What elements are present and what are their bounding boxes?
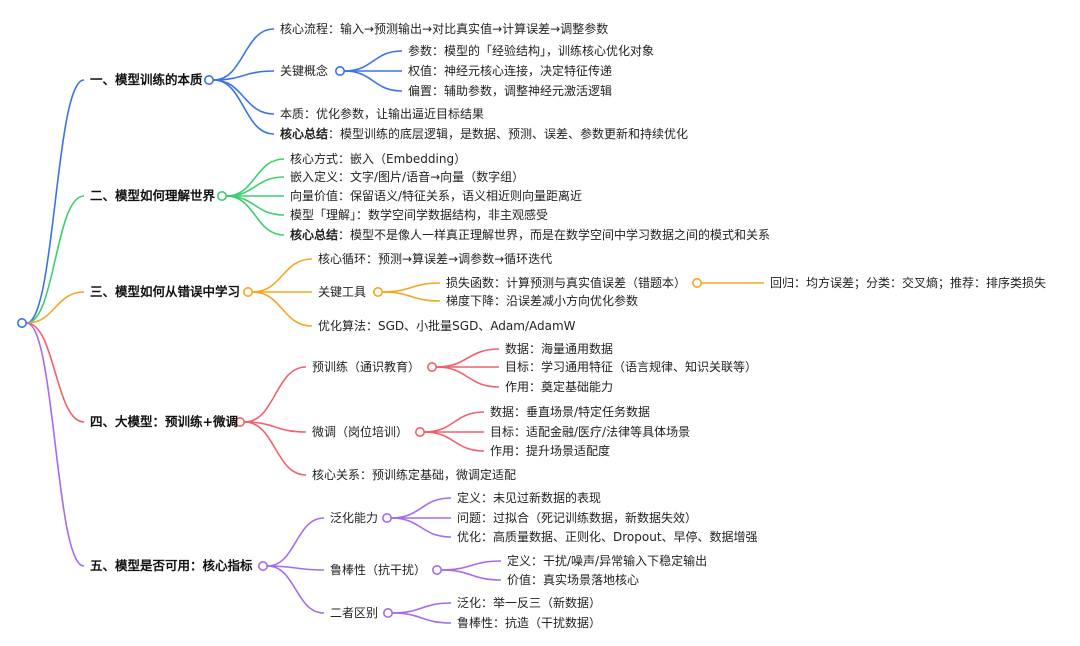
mindmap-node-s2c[interactable]: 向量价值：保留语义/特征关系，语义相近则向量距离近	[290, 189, 583, 203]
edge-line	[392, 602, 452, 614]
mindmap-node-s5a1[interactable]: 定义：未见过新数据的表现	[457, 491, 602, 505]
mindmap-node-s4b[interactable]: 微调（岗位培训）	[312, 425, 409, 439]
edge-line	[213, 79, 275, 135]
edge-line	[267, 517, 325, 567]
mindmap-node-s4b3[interactable]: 作用：提升场景适配度	[490, 444, 611, 458]
mindmap-node-s3b[interactable]: 关键工具	[318, 285, 367, 299]
section-title-s3[interactable]: 三、模型如何从错误中学习	[90, 284, 241, 299]
mindmap-node-s1b[interactable]: 关键概念	[280, 64, 329, 78]
mindmap-node-s5b[interactable]: 鲁棒性（抗干扰）	[330, 563, 427, 577]
section-title-s4[interactable]: 四、大模型：预训练+微调	[90, 414, 238, 429]
edge-line	[26, 291, 85, 324]
mindmap-node-s2e[interactable]: 核心总结：模型不是像人一样真正理解世界，而是在数学空间中学习数据之间的模式和关系	[290, 227, 770, 243]
mindmap-node-s5c[interactable]: 二者区别	[330, 606, 379, 620]
mindmap-node-s5a2[interactable]: 问题：过拟合（死记训练数据，新数据失效）	[457, 511, 698, 525]
edge-line	[26, 322, 85, 423]
edge-line	[244, 421, 307, 476]
edge-line	[252, 258, 313, 293]
mindmap-node-s4b2[interactable]: 目标：适配金融/医疗/法律等具体场景	[490, 425, 691, 439]
edge-line	[244, 421, 307, 433]
collapse-toggle[interactable]	[334, 66, 345, 77]
mindmap-node-s2a[interactable]: 核心方式：嵌入（Embedding）	[290, 152, 467, 166]
mindmap-node-s5c2[interactable]: 鲁棒性：抗造（干扰数据）	[457, 616, 602, 630]
mindmap-node-s4c[interactable]: 核心关系：预训练定基础，微调定适配	[312, 468, 517, 482]
edge-line	[392, 612, 452, 624]
collapse-toggle[interactable]	[431, 564, 442, 575]
summary-text: ：模型不是像人一样真正理解世界，而是在数学空间中学习数据之间的模式和关系	[338, 228, 771, 242]
mindmap-node-s3a[interactable]: 核心循环：预测→算误差→调参数→循环迭代	[318, 252, 553, 266]
collapse-toggle[interactable]	[257, 560, 268, 571]
mindmap-node-s1b2[interactable]: 权值：神经元核心连接，决定特征传递	[408, 64, 613, 78]
collapse-toggle[interactable]	[414, 426, 425, 437]
mindmap-node-s3b2[interactable]: 梯度下降：沿误差减小方向优化参数	[446, 294, 639, 308]
mindmap-node-s3c[interactable]: 优化算法：SGD、小批量SGD、Adam/AdamW	[318, 319, 576, 333]
mindmap-node-s2d[interactable]: 模型「理解」：数学空间学数据结构，非主观感受	[290, 208, 549, 222]
edge-line	[244, 366, 307, 423]
summary-label: 核心总结	[290, 228, 339, 242]
collapse-toggle[interactable]	[372, 286, 383, 297]
edge-line	[382, 291, 441, 302]
collapse-toggle[interactable]	[235, 416, 246, 427]
edge-line	[252, 291, 313, 327]
edge-line	[441, 560, 502, 571]
edge-line	[26, 322, 85, 567]
edge-line	[213, 28, 275, 81]
mindmap-node-s4a2[interactable]: 目标：学习通用特征（语言规律、知识关联等）	[505, 360, 758, 374]
edge-line	[267, 565, 325, 614]
edge-line	[213, 79, 275, 115]
collapse-toggle[interactable]	[426, 361, 437, 372]
edge-line	[424, 431, 485, 452]
section-title-s5[interactable]: 五、模型是否可用：核心指标	[90, 558, 253, 573]
edge-line	[226, 176, 285, 197]
summary-text: ：模型训练的底层逻辑，是数据、预测、误差、参数更新和持续优化	[328, 127, 689, 141]
collapse-toggle[interactable]	[382, 607, 393, 618]
collapse-toggle[interactable]	[217, 191, 228, 202]
mindmap-node-s1b3[interactable]: 偏置：辅助参数，调整神经元激活逻辑	[408, 84, 613, 98]
mindmap-node-s3b1[interactable]: 损失函数：计算预测与真实值误差（错题本）	[446, 276, 687, 290]
edge-line	[26, 195, 85, 324]
collapse-toggle[interactable]	[691, 277, 702, 288]
edge-line	[26, 79, 85, 324]
edge-line	[213, 70, 275, 81]
mindmap-node-s3b1a[interactable]: 回归：均方误差；分类：交叉熵；推荐：排序类损失	[770, 276, 1047, 290]
edge-line	[344, 50, 403, 72]
collapse-toggle[interactable]	[381, 512, 392, 523]
mindmap-node-s4a1[interactable]: 数据：海量通用数据	[505, 342, 614, 356]
mindmap-node-s5b1[interactable]: 定义：干扰/噪声/异常输入下稳定输出	[507, 554, 708, 568]
mindmap-node-s5c1[interactable]: 泛化：举一反三（新数据）	[457, 596, 602, 610]
mindmap-node-s4a3[interactable]: 作用：奠定基础能力	[505, 380, 614, 394]
mindmap-node-s1a[interactable]: 核心流程：输入→预测输出→对比真实值→计算误差→调整参数	[280, 22, 609, 36]
mindmap-node-s2b[interactable]: 嵌入定义：文字/图片/语音→向量（数字组）	[290, 170, 525, 184]
edge-line	[436, 348, 500, 368]
mindmap-node-s4a[interactable]: 预训练（通识教育）	[312, 360, 421, 374]
edge-line	[436, 366, 500, 388]
edge-line	[226, 195, 285, 216]
section-title-s1[interactable]: 一、模型训练的本质	[90, 72, 203, 87]
mindmap-node-s1c[interactable]: 本质：优化参数，让输出逼近目标结果	[280, 107, 485, 121]
mindmap-node-s5a[interactable]: 泛化能力	[330, 511, 379, 525]
edge-line	[441, 569, 502, 581]
edge-line	[344, 70, 403, 92]
collapse-toggle[interactable]	[16, 317, 27, 328]
section-title-s2[interactable]: 二、模型如何理解世界	[90, 188, 216, 203]
mindmap-node-s1b1[interactable]: 参数：模型的「经验结构」，训练核心优化对象	[408, 44, 655, 58]
mindmap-node-s5a3[interactable]: 优化：高质量数据、正则化、Dropout、早停、数据增强	[457, 530, 758, 544]
mindmap-node-s4b1[interactable]: 数据：垂直场景/特定任务数据	[490, 405, 651, 419]
edge-line	[382, 282, 441, 293]
collapse-toggle[interactable]	[243, 286, 254, 297]
edge-line	[391, 517, 452, 538]
summary-label: 核心总结	[280, 127, 329, 141]
edge-line	[424, 411, 485, 433]
mindmap-node-s1d[interactable]: 核心总结：模型训练的底层逻辑，是数据、预测、误差、参数更新和持续优化	[280, 126, 688, 142]
edge-line	[226, 195, 285, 236]
edge-line	[391, 497, 452, 519]
mindmap-node-s5b2[interactable]: 价值：真实场景落地核心	[507, 573, 640, 587]
collapse-toggle[interactable]	[204, 75, 215, 86]
